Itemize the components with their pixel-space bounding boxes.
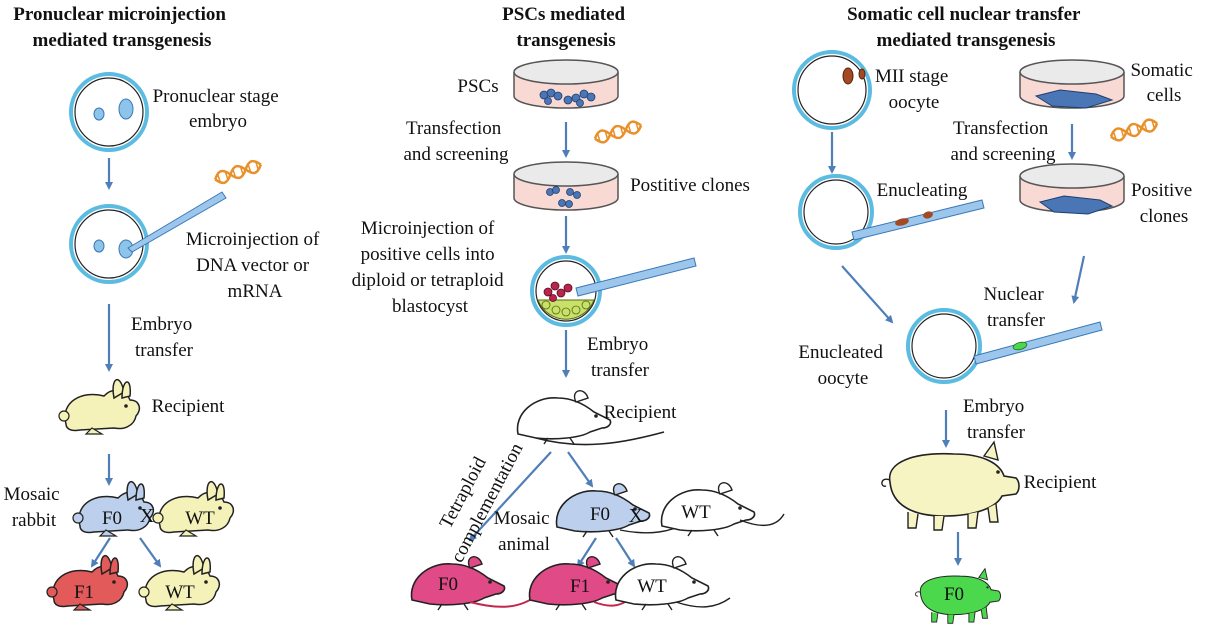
enucleating-label: Enucleating bbox=[877, 180, 968, 201]
scnt-transfection-label: Transfection and screening bbox=[951, 118, 1056, 165]
wt-mouse-icon bbox=[660, 481, 785, 537]
pscs-petri-dish-icon bbox=[513, 59, 619, 109]
arrow-16 bbox=[1071, 255, 1086, 304]
pscs-title: PSCs mediated transgenesis bbox=[502, 4, 630, 51]
pronuclear-stage-label: Pronuclear stage embryo bbox=[153, 86, 284, 132]
tetraploid-f0-mouse-icon bbox=[410, 555, 537, 611]
injected-embryo-cell-icon bbox=[69, 204, 149, 284]
somatic-cells-label: Somatic cells bbox=[1130, 60, 1197, 106]
recipient-label: Recipient bbox=[152, 396, 226, 417]
enucleating-pipette-icon bbox=[851, 199, 985, 241]
embryo-transfer-label: Embryo transfer bbox=[131, 314, 197, 361]
psc-wt-offspring-label: WT bbox=[637, 576, 667, 597]
mii-oocyte-cell-icon bbox=[792, 50, 872, 130]
recipient-mouse-icon bbox=[516, 389, 665, 446]
tetraploid-f0-label: F0 bbox=[438, 574, 458, 595]
psc-f0-label: F0 bbox=[590, 504, 610, 525]
dna-strand-icon-2 bbox=[592, 118, 644, 146]
wt-offspring-label: WT bbox=[165, 582, 195, 603]
psc-cross-mark: X bbox=[629, 505, 644, 527]
pronuclear-column: Pronuclear microinjection mediated trans… bbox=[4, 4, 324, 611]
dna-strand-icon bbox=[212, 157, 264, 187]
f0-label: F0 bbox=[102, 508, 122, 529]
pscs-transfection-label: Transfection and screening bbox=[404, 118, 509, 165]
donor-nucleus-icon bbox=[1012, 341, 1028, 351]
micropipette-icon-2 bbox=[575, 257, 697, 297]
psc-microinjection-label: Microinjection of positive cells into di… bbox=[352, 218, 509, 317]
polar-body-removed-icon bbox=[923, 211, 933, 219]
scnt-column: Somatic cell nuclear transfer mediated t… bbox=[792, 4, 1197, 624]
psc-recipient-label: Recipient bbox=[604, 402, 678, 423]
arrow-5 bbox=[139, 537, 162, 568]
arrow-4 bbox=[90, 537, 111, 568]
pronuclear-stage-embryo-cell-icon bbox=[69, 72, 149, 152]
mosaic-rabbit-label: Mosaic rabbit bbox=[4, 484, 65, 531]
positive-clones-dish-icon bbox=[1019, 163, 1125, 215]
wt-offspring-mouse-icon bbox=[614, 555, 731, 611]
positive-clones-petri-dish-icon bbox=[513, 161, 619, 211]
psc-embryo-transfer-label: Embryo transfer bbox=[587, 334, 653, 381]
arrow-10 bbox=[567, 451, 594, 488]
somatic-cells-petri-dish-icon bbox=[1019, 59, 1125, 109]
arrow-9 bbox=[468, 451, 552, 542]
oocyte-label: MII stage oocyte bbox=[875, 66, 953, 113]
nuclear-transfer-pipette-icon bbox=[973, 321, 1103, 365]
scnt-title: Somatic cell nuclear transfer mediated t… bbox=[847, 4, 1085, 51]
scnt-positive-clones-label: Positive clones bbox=[1131, 180, 1197, 227]
wt-label: WT bbox=[185, 508, 215, 529]
arrow-12 bbox=[615, 537, 636, 568]
enucleating-oocyte-cell-icon bbox=[798, 174, 874, 250]
microinjection-label: Microinjection of DNA vector or mRNA bbox=[186, 229, 324, 302]
psc-f1-label: F1 bbox=[570, 576, 590, 597]
psc-wt-label: WT bbox=[681, 502, 711, 523]
nuclear-transfer-label: Nuclear transfer bbox=[984, 284, 1049, 331]
positive-clones-label: Postitive clones bbox=[630, 175, 750, 196]
mosaic-animal-label: Mosaic animal bbox=[494, 508, 555, 555]
pscs-column: PSCs mediated transgenesis PSCs Transfec… bbox=[352, 4, 785, 611]
recipient-pig-icon bbox=[881, 441, 1020, 531]
dna-strand-icon-3 bbox=[1108, 116, 1160, 144]
f1-label: F1 bbox=[74, 582, 94, 603]
blastocyst-cell-icon bbox=[530, 255, 602, 327]
pscs-label: PSCs bbox=[457, 76, 498, 97]
enucleated-oocyte-label: Enucleated oocyte bbox=[798, 342, 887, 389]
arrow-11 bbox=[576, 537, 597, 568]
cross-mark: X bbox=[140, 505, 155, 527]
arrow-15 bbox=[841, 265, 894, 324]
nucleus-removed-icon bbox=[895, 218, 909, 226]
nuclear-transfer-oocyte-cell-icon bbox=[906, 308, 982, 384]
recipient-rabbit-icon bbox=[58, 378, 141, 435]
micropipette-icon bbox=[127, 191, 227, 253]
scnt-recipient-label: Recipient bbox=[1024, 472, 1098, 493]
pronuclear-title: Pronuclear microinjection mediated trans… bbox=[13, 4, 230, 51]
scnt-f0-label: F0 bbox=[944, 584, 964, 605]
scnt-embryo-transfer-label: Embryo transfer bbox=[963, 396, 1029, 443]
